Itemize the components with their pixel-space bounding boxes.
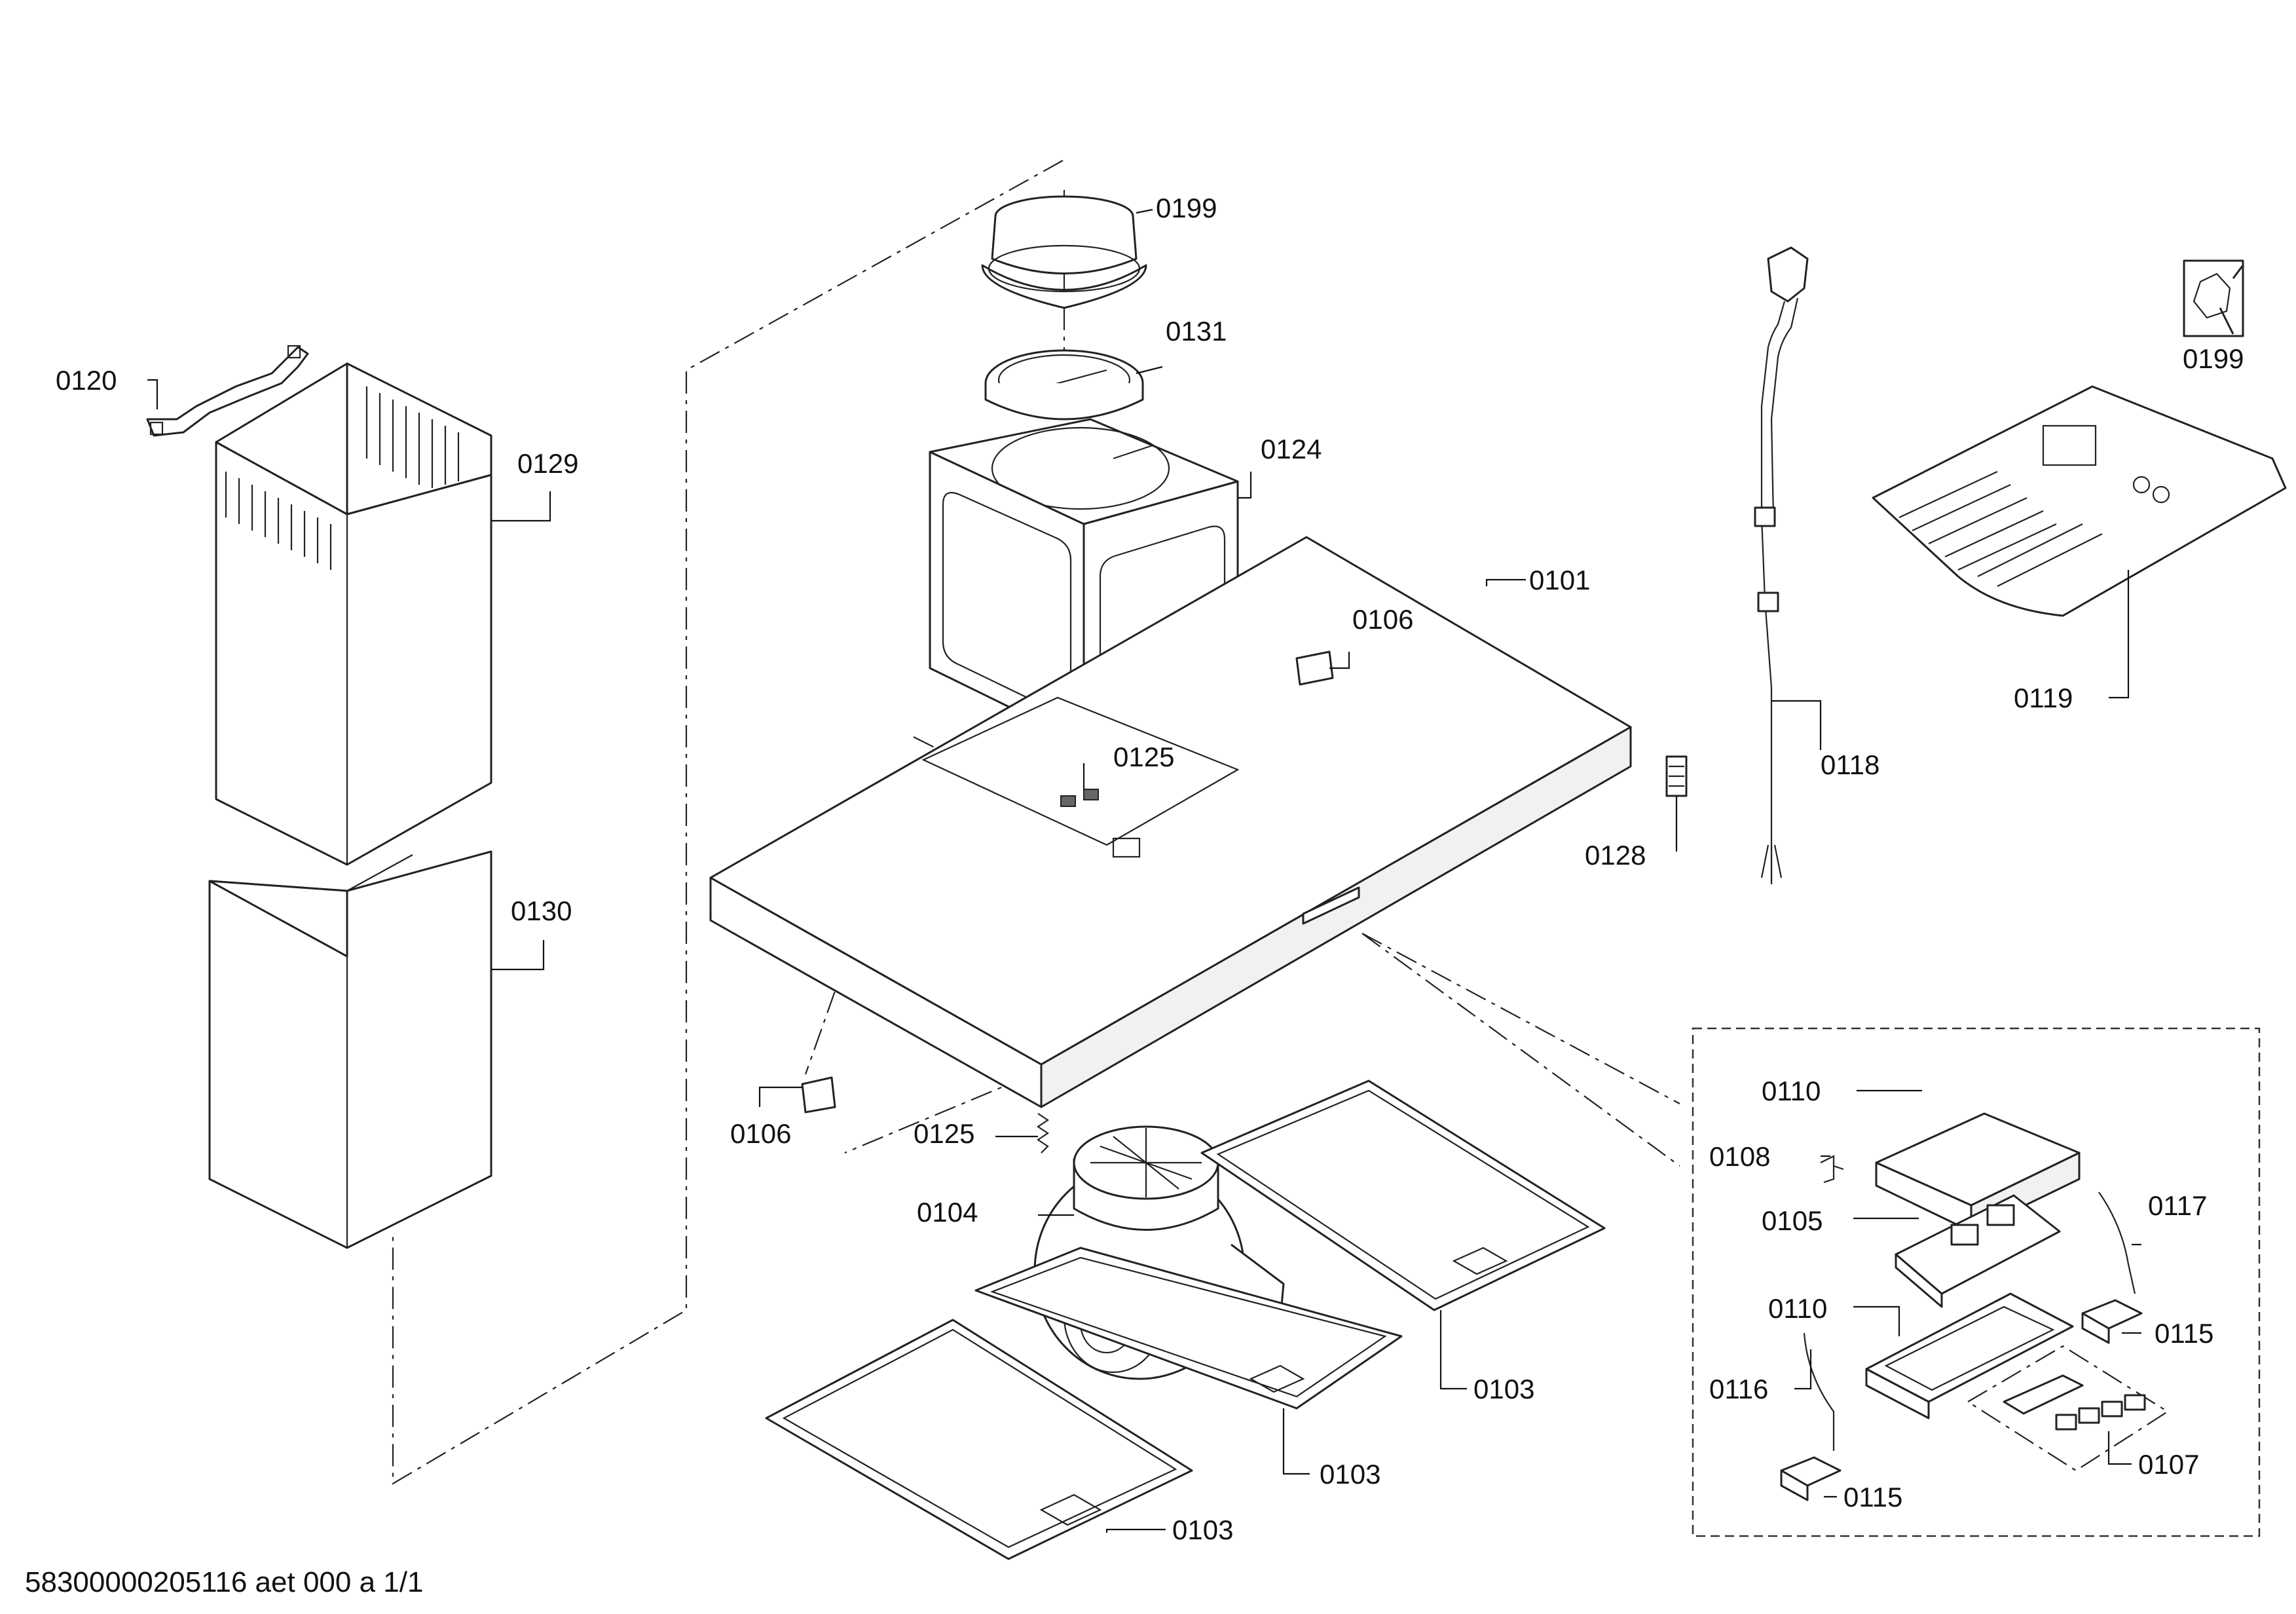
clip-0106-upper bbox=[1295, 650, 1334, 686]
label-0106-lower: 0106 bbox=[730, 1118, 791, 1149]
cable-0116 bbox=[1803, 1332, 1835, 1451]
switch-0115-right bbox=[2081, 1299, 2143, 1344]
power-cord-0118 bbox=[1754, 246, 1809, 884]
spring-0125-right bbox=[1665, 755, 1688, 797]
label-0103-rear: 0103 bbox=[1473, 1374, 1534, 1404]
grease-filter-0103-rear bbox=[1200, 1079, 1606, 1311]
wrench-tool-icon-0199 bbox=[2183, 259, 2244, 337]
exhaust-collar-0131 bbox=[981, 195, 1147, 309]
label-0125-right: 0128 bbox=[1585, 840, 1646, 871]
clips-0124 bbox=[1060, 789, 1141, 858]
label-0128: 0129 bbox=[517, 448, 578, 479]
clip-0106-lower bbox=[801, 1076, 836, 1114]
switch-0115-left bbox=[1780, 1456, 1842, 1501]
label-0129: 0130 bbox=[511, 895, 572, 926]
label-0124: 0125 bbox=[1113, 741, 1174, 772]
label-0110-lower: 0110 bbox=[1768, 1293, 1827, 1324]
backdraft-ring-0130 bbox=[984, 349, 1144, 421]
label-0119: 0119 bbox=[2014, 683, 2073, 713]
leader-lines bbox=[147, 208, 2141, 1533]
label-0118: 0118 bbox=[1821, 749, 1879, 780]
spring-0125-left bbox=[1037, 1113, 1049, 1154]
bracket-0120 bbox=[146, 345, 309, 437]
canopy-hood-0101 bbox=[709, 536, 1632, 1108]
accessory-bag-0119 bbox=[1872, 385, 2287, 617]
label-0104: 0104 bbox=[917, 1197, 978, 1228]
control-housing-0110-lower bbox=[1865, 1292, 2074, 1419]
label-0120: 0120 bbox=[56, 365, 117, 396]
label-0115-right: 0115 bbox=[2155, 1318, 2213, 1349]
label-0116: 0116 bbox=[1709, 1374, 1768, 1404]
label-0131: 0199 bbox=[1156, 193, 1217, 223]
label-0115-left: 0115 bbox=[1843, 1482, 1902, 1512]
grease-filter-0103-front bbox=[765, 1319, 1193, 1560]
label-0108: 0108 bbox=[1709, 1141, 1770, 1172]
label-0105: 0105 bbox=[1762, 1205, 1823, 1236]
chimney-lower-0129 bbox=[208, 850, 492, 1249]
cable-0117 bbox=[2098, 1192, 2136, 1294]
label-0130: 0131 bbox=[1166, 316, 1227, 347]
label-0117: 0117 bbox=[2148, 1190, 2207, 1221]
label-0103-middle: 0103 bbox=[1320, 1459, 1380, 1490]
label-0110-upper: 0110 bbox=[1762, 1076, 1821, 1106]
grease-filter-0103-middle bbox=[974, 1247, 1403, 1410]
part-labels: 0199 0131 0124 0101 0106 0125 0128 0118 … bbox=[56, 193, 2244, 1545]
document-footer-code: 58300000205116 aet 000 a 1/1 bbox=[25, 1566, 423, 1598]
electronics-detail-frame bbox=[1692, 1027, 2261, 1537]
label-0107: 0107 bbox=[2138, 1449, 2199, 1480]
label-0101: 0101 bbox=[1529, 565, 1590, 595]
label-0125-left: 0125 bbox=[914, 1118, 974, 1149]
chimney-upper-0128 bbox=[215, 362, 492, 866]
label-0103-front: 0103 bbox=[1172, 1514, 1233, 1545]
control-board-0105 bbox=[1895, 1194, 2061, 1308]
button-set-0107 bbox=[1966, 1345, 2170, 1472]
label-0106-upper: 0106 bbox=[1352, 604, 1413, 635]
clip-0108 bbox=[1820, 1155, 1844, 1184]
label-0199: 0199 bbox=[2183, 343, 2244, 374]
label-0122: 0124 bbox=[1261, 434, 1322, 464]
